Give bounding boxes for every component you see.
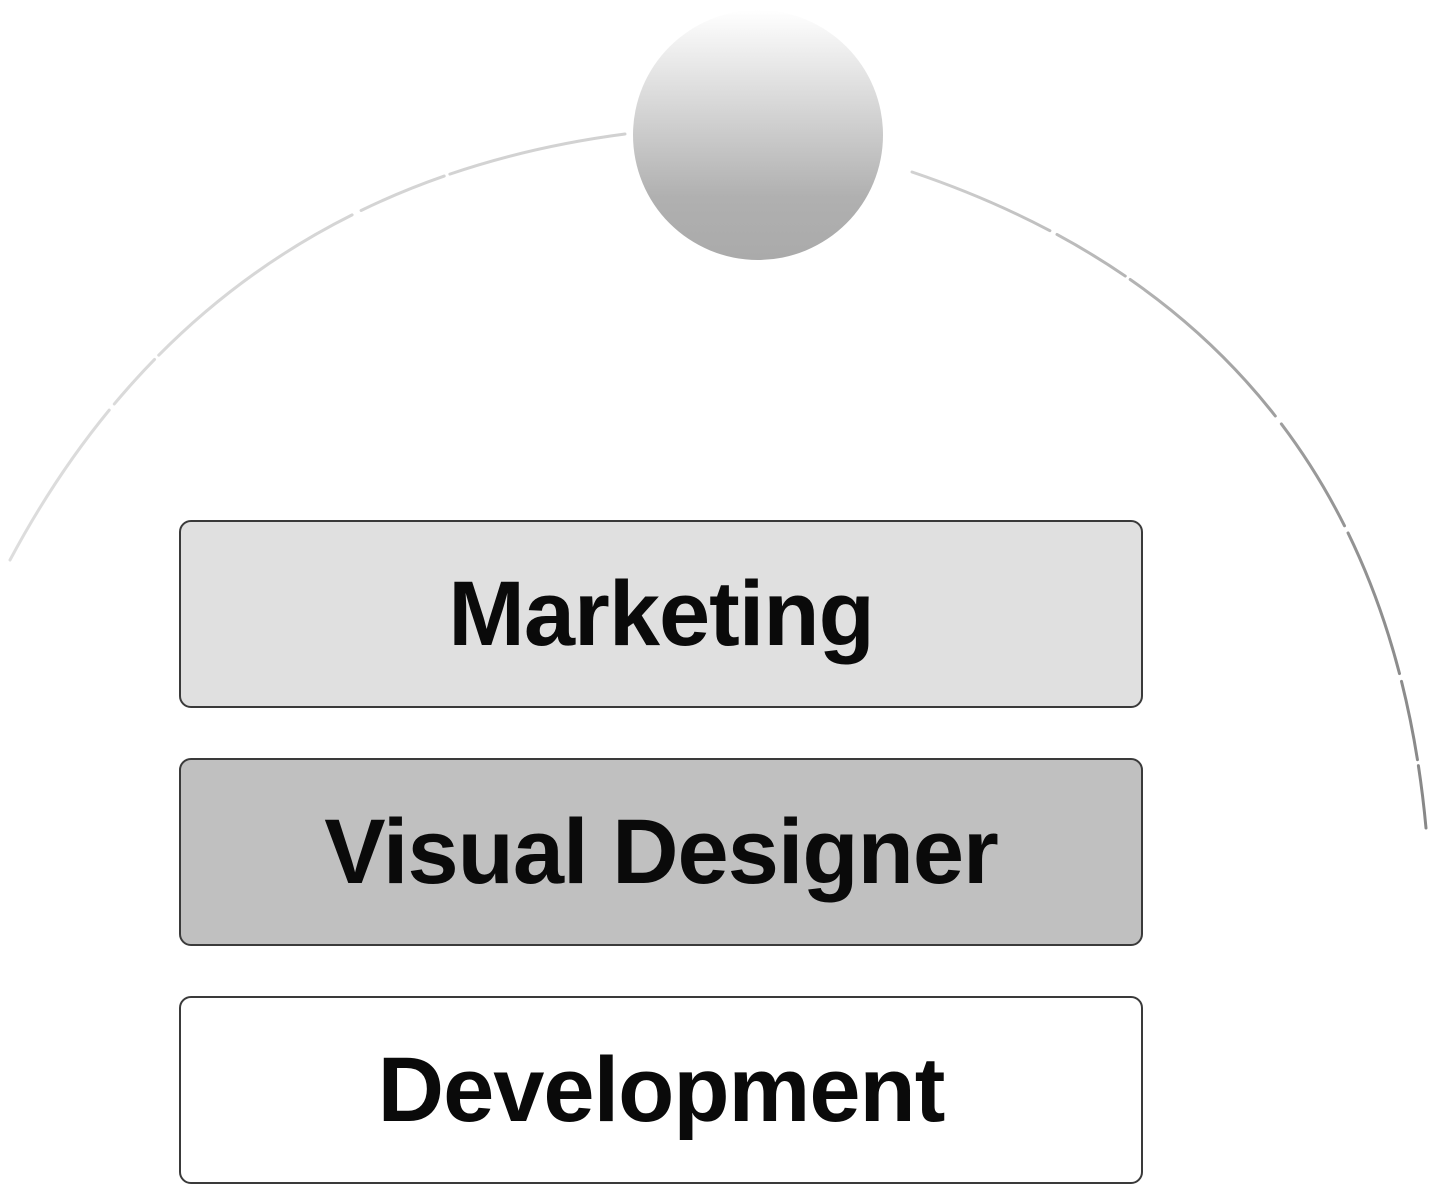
role-box-marketing: Marketing [179,520,1143,708]
orbit-arc-left [8,131,635,562]
orbit-arc-right [910,170,1428,830]
role-box-development: Development [179,996,1143,1184]
role-label-marketing: Marketing [448,562,875,665]
role-label-development: Development [377,1038,946,1141]
role-label-visual-designer: Visual Designer [324,800,999,903]
orb [633,10,883,260]
role-box-visual-designer: Visual Designer [179,758,1143,946]
